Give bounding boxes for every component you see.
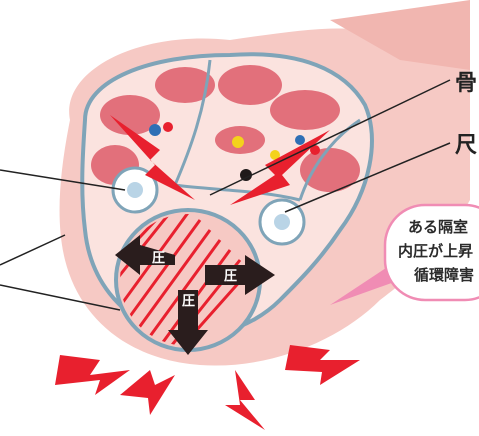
callout-line-1: ある隔室 xyxy=(408,218,468,236)
pressure-label-left: 圧 xyxy=(152,251,165,266)
pain-bolt xyxy=(225,370,265,430)
callout-bubble: ある隔室 内圧が上昇 循環障害 xyxy=(385,205,479,300)
callout-line-3: 循環障害 xyxy=(414,266,474,284)
callout-line-2: 内圧が上昇 xyxy=(398,242,473,260)
pain-bolt xyxy=(285,345,360,385)
label-ulna: 尺 xyxy=(455,133,477,158)
pressure-label-down: 圧 xyxy=(182,294,195,309)
pain-bolt xyxy=(120,370,175,415)
pressure-label-right: 圧 xyxy=(224,269,237,284)
pain-bolt xyxy=(55,355,130,395)
label-bone: 骨 xyxy=(455,71,477,96)
